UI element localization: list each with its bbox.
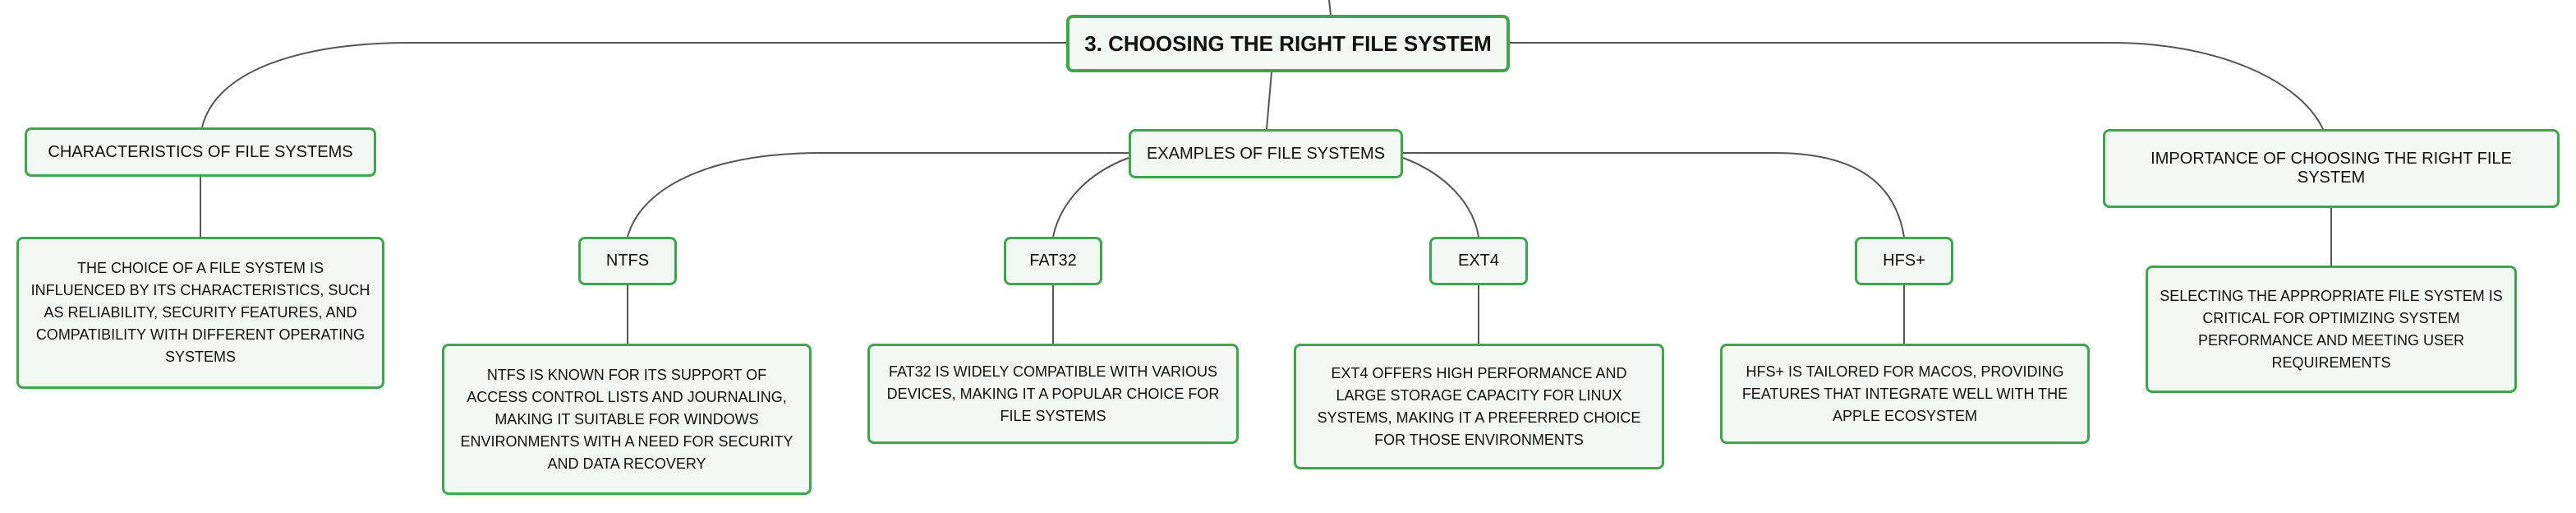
description-text: SELECTING THE APPROPRIATE FILE SYSTEM IS… <box>2160 287 2503 371</box>
connector-parent-to-root <box>1328 0 1332 16</box>
subtopic-label: FAT32 <box>1029 252 1077 270</box>
topic-label: EXAMPLES OF FILE SYSTEMS <box>1146 144 1386 163</box>
subtopic-label: NTFS <box>605 252 650 270</box>
description-text: EXT4 OFFERS HIGH PERFORMANCE AND LARGE S… <box>1317 364 1641 448</box>
description-text: HFS+ IS TAILORED FOR MACOS, PROVIDING FE… <box>1741 363 2068 424</box>
description-text: THE CHOICE OF A FILE SYSTEM IS INFLUENCE… <box>30 260 370 365</box>
connector-examples-to-fat32 <box>1052 157 1129 238</box>
connector-root-to-characteristics <box>201 42 1066 128</box>
ntfs-description[interactable]: NTFS IS KNOWN FOR ITS SUPPORT OF ACCESS … <box>442 344 812 495</box>
fat32-description[interactable]: FAT32 IS WIDELY COMPATIBLE WITH VARIOUS … <box>867 344 1239 444</box>
root-topic[interactable]: 3. CHOOSING THE RIGHT FILE SYSTEM <box>1066 15 1510 72</box>
subtopic-ext4[interactable]: EXT4 <box>1429 237 1528 285</box>
description-text: FAT32 IS WIDELY COMPATIBLE WITH VARIOUS … <box>886 363 1220 424</box>
subtopic-label: HFS+ <box>1883 252 1925 270</box>
topic-importance-of-choosing[interactable]: IMPORTANCE OF CHOOSING THE RIGHT FILE SY… <box>2103 129 2560 208</box>
connector-examples-to-ext4 <box>1402 157 1479 238</box>
topic-label: IMPORTANCE OF CHOOSING THE RIGHT FILE SY… <box>2150 150 2512 187</box>
topic-label: CHARACTERISTICS OF FILE SYSTEMS <box>48 142 353 161</box>
root-topic-label: 3. CHOOSING THE RIGHT FILE SYSTEM <box>1084 30 1492 56</box>
subtopic-fat32[interactable]: FAT32 <box>1004 237 1102 285</box>
subtopic-ntfs[interactable]: NTFS <box>578 237 677 285</box>
topic-characteristics-of-file-systems[interactable]: CHARACTERISTICS OF FILE SYSTEMS <box>25 127 376 177</box>
topic-examples-of-file-systems[interactable]: EXAMPLES OF FILE SYSTEMS <box>1129 129 1403 178</box>
subtopic-label: EXT4 <box>1457 252 1500 270</box>
subtopic-hfs-plus[interactable]: HFS+ <box>1855 237 1953 285</box>
ext4-description[interactable]: EXT4 OFFERS HIGH PERFORMANCE AND LARGE S… <box>1294 344 1664 469</box>
importance-description[interactable]: SELECTING THE APPROPRIATE FILE SYSTEM IS… <box>2146 266 2517 393</box>
connector-examples-to-hfs <box>1403 152 1905 238</box>
connector-root-to-examples <box>1266 72 1272 130</box>
hfs-plus-description[interactable]: HFS+ IS TAILORED FOR MACOS, PROVIDING FE… <box>1720 344 2090 444</box>
characteristics-description[interactable]: THE CHOICE OF A FILE SYSTEM IS INFLUENCE… <box>16 237 384 389</box>
connector-examples-to-ntfs <box>627 152 1129 238</box>
description-text: NTFS IS KNOWN FOR ITS SUPPORT OF ACCESS … <box>460 366 794 472</box>
connector-root-to-importance <box>1508 42 2324 130</box>
